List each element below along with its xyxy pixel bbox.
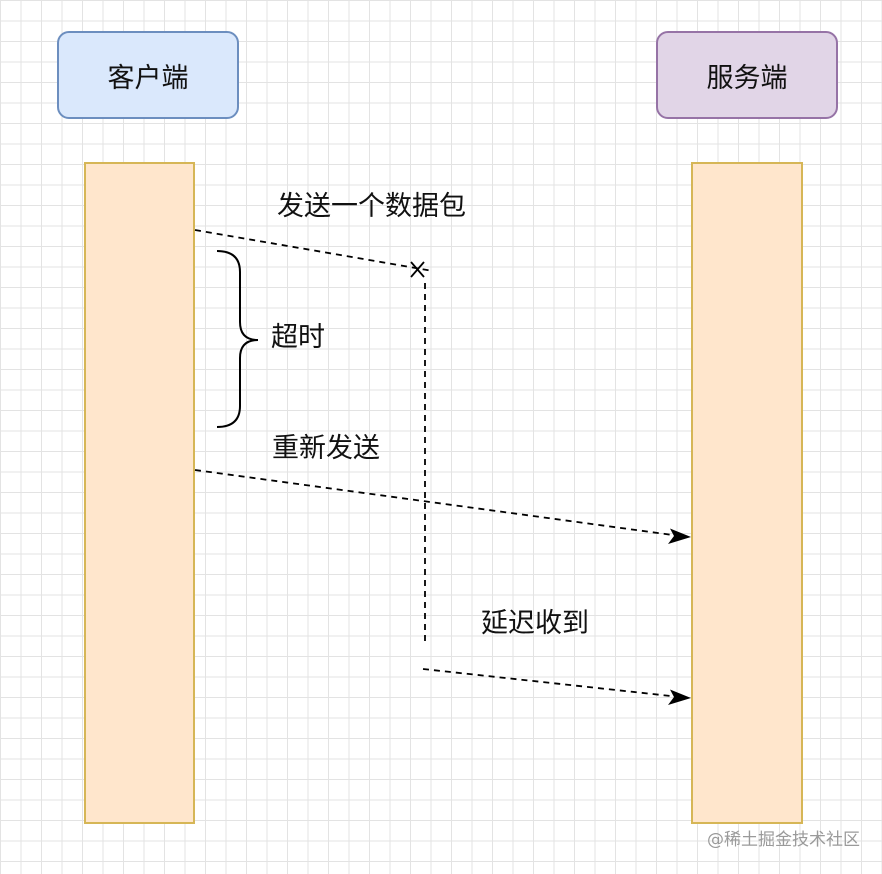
client-actor-label: 客户端 — [107, 62, 189, 94]
lost-packet-line — [194, 229, 434, 272]
resend-arrowhead — [668, 528, 691, 544]
server-lifeline — [691, 162, 803, 824]
server-actor-box: 服务端 — [656, 31, 838, 119]
client-actor-box: 客户端 — [57, 31, 239, 119]
timeout-label: 超时 — [271, 322, 325, 353]
server-actor-label: 服务端 — [706, 62, 788, 94]
resend-label: 重新发送 — [272, 433, 380, 464]
delayed-receive-label: 延迟收到 — [481, 608, 589, 639]
resend-arrow-line — [194, 469, 681, 537]
packet-lost-x-icon — [410, 261, 425, 278]
client-lifeline — [84, 162, 195, 824]
send-packet-label: 发送一个数据包 — [277, 191, 466, 222]
delayed-arrow-line — [422, 668, 681, 698]
timeout-brace — [216, 250, 259, 428]
watermark: @稀土掘金技术社区 — [707, 830, 860, 850]
delayed-arrowhead — [668, 689, 691, 705]
